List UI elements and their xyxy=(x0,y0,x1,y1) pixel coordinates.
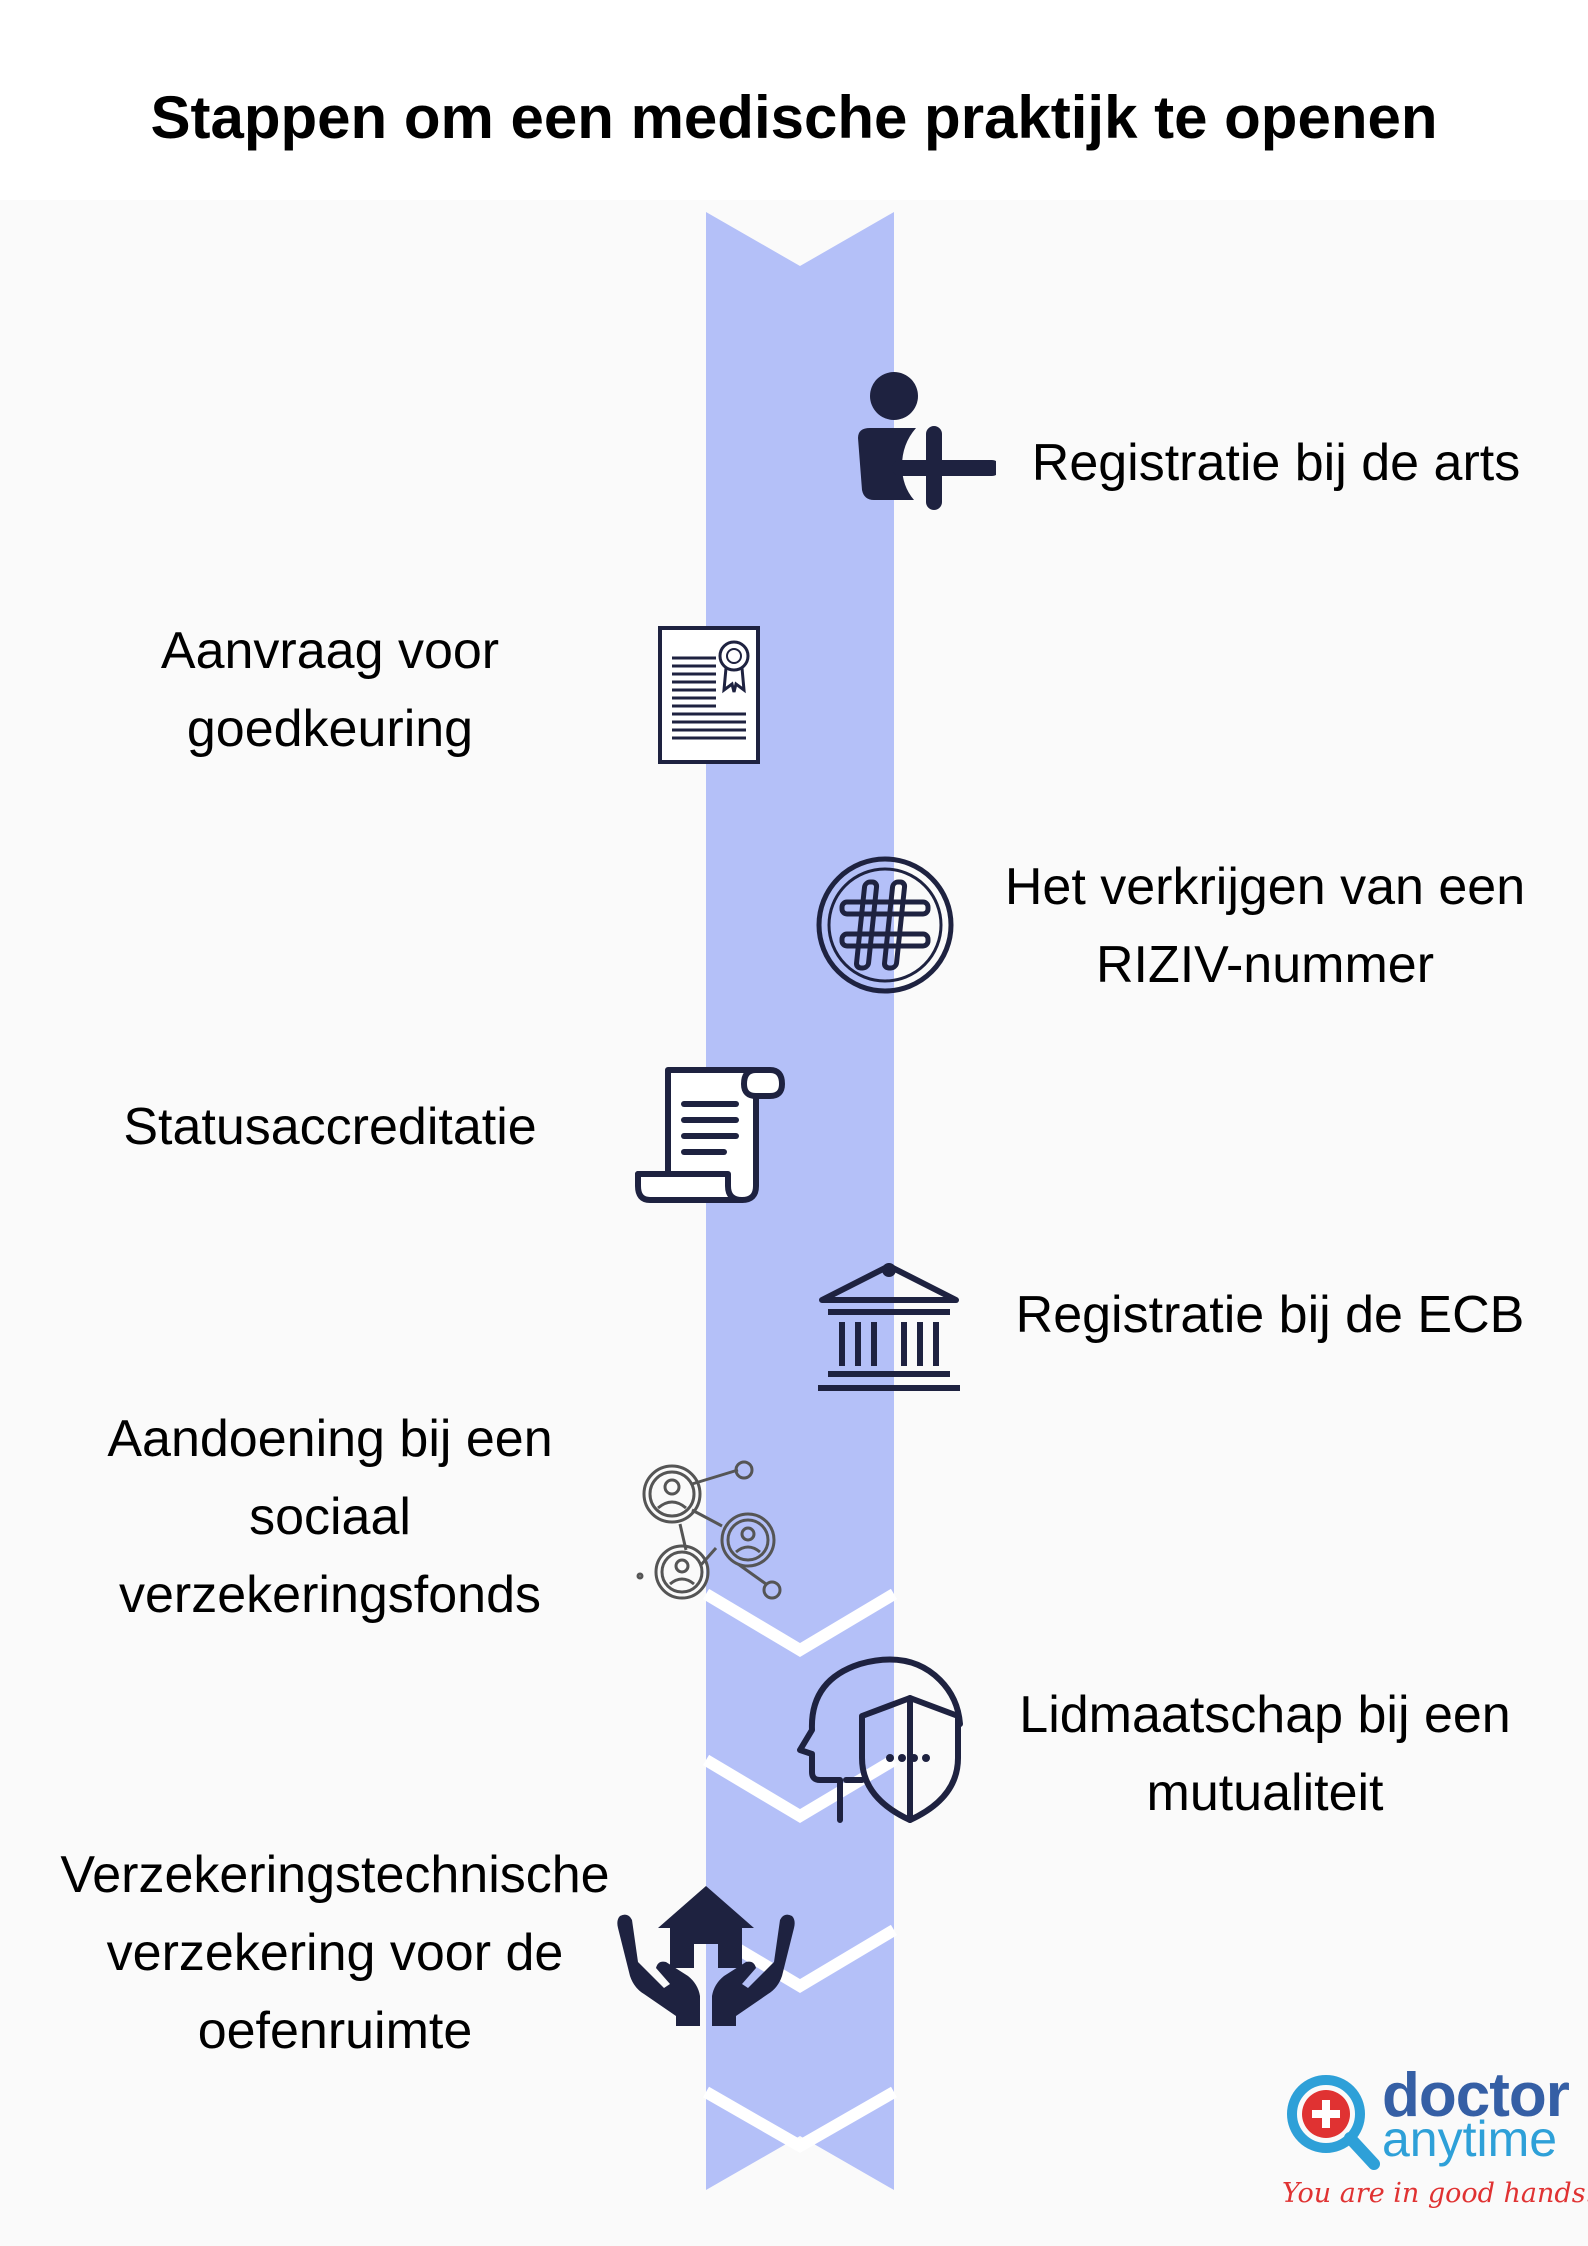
logo-word-doctor: doctor xyxy=(1382,2061,1570,2130)
head-shield-icon xyxy=(797,1656,963,1823)
hashtag-icon xyxy=(816,856,954,994)
page-title: Stappen om een medische praktijk te open… xyxy=(150,84,1438,151)
hands-house-icon xyxy=(617,1886,795,2026)
doctor-anytime-logo: doctor anytime You are in good hands! xyxy=(1282,2061,1588,2238)
step-5-label: Registratie bij de ECB xyxy=(1015,1286,1525,1344)
chevron-4 xyxy=(703,2086,897,2153)
logo-magnifier-cross-icon xyxy=(1287,2075,1380,2170)
step-1-label: Registratie bij de arts xyxy=(1031,434,1521,492)
step-7-label: Lidmaatschap bij een mutualiteit xyxy=(1019,1686,1511,1822)
add-user-icon xyxy=(858,372,996,510)
chevron-1 xyxy=(702,1588,898,1657)
step-3-label: Het verkrijgen van een RIZIV-nummer xyxy=(1004,858,1526,994)
logo-word-anytime: anytime xyxy=(1382,2111,1558,2167)
step-4-label: Statusaccreditatie xyxy=(123,1098,537,1156)
people-network-icon xyxy=(636,1460,782,1600)
certificate-icon xyxy=(658,626,760,764)
step-8-label: Verzekeringstechnische verzekering voor … xyxy=(60,1846,610,2060)
logo-tagline: You are in good hands! xyxy=(1282,2178,1588,2209)
scroll-document-icon xyxy=(635,1067,785,1203)
step-2-label: Aanvraag voor goedkeuring xyxy=(160,622,500,758)
bank-building-icon xyxy=(818,1263,960,1391)
step-6-label: Aandoening bij een sociaal verzekeringsf… xyxy=(107,1410,553,1624)
